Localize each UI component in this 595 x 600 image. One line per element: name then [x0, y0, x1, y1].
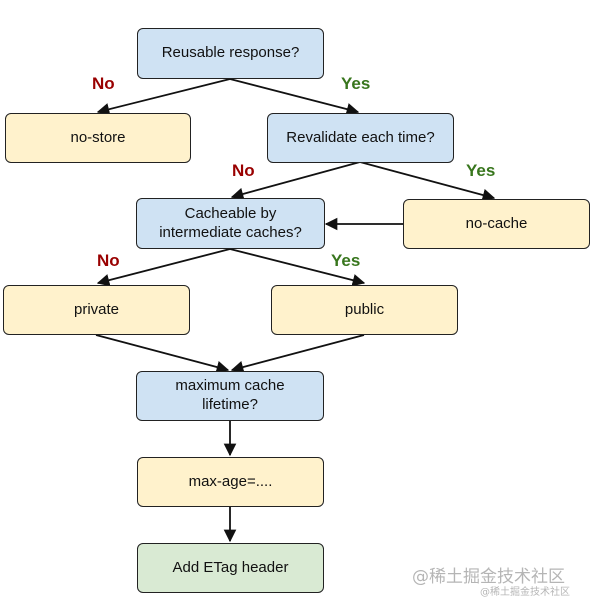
- node-no-cache: no-cache: [403, 199, 590, 249]
- edge-revalidate-to-cacheable: [230, 161, 361, 201]
- node-cacheable-by-intermediate: Cacheable by intermediate caches?: [136, 198, 325, 249]
- node-revalidate-each-time-label: Revalidate each time?: [286, 128, 435, 146]
- edge-private-to-max-lifetime: [95, 334, 230, 374]
- edge-public-to-max-lifetime: [230, 334, 365, 374]
- node-maximum-cache-lifetime-label: maximum cache lifetime?: [175, 377, 285, 413]
- edge-label-no-revalidate: No: [232, 161, 255, 180]
- node-private: private: [3, 285, 190, 335]
- node-add-etag-header-label: Add ETag header: [172, 558, 289, 576]
- edge-cacheable-to-private: [96, 248, 231, 287]
- watermark-large: @稀土掘金技术社区: [412, 567, 565, 587]
- node-revalidate-each-time: Revalidate each time?: [267, 113, 454, 163]
- edge-revalidate-to-no-cache: [359, 161, 496, 202]
- node-no-cache-label: no-cache: [465, 214, 528, 232]
- node-cacheable-by-intermediate-label: Cacheable by intermediate caches?: [159, 204, 302, 241]
- node-no-store-label: no-store: [70, 128, 126, 146]
- node-add-etag-header: Add ETag header: [137, 543, 324, 593]
- edge-label-yes-cacheable: Yes: [331, 251, 361, 270]
- edge-reusable-to-revalidate: [229, 78, 360, 116]
- node-reusable-response-label: Reusable response?: [161, 44, 300, 62]
- node-no-store: no-store: [5, 113, 191, 163]
- edge-cacheable-to-public: [229, 248, 366, 287]
- edge-label-no-cacheable: No: [97, 251, 120, 270]
- node-private-label: private: [73, 300, 120, 318]
- node-public-label: public: [344, 300, 385, 318]
- edge-reusable-to-no-store: [96, 78, 231, 116]
- node-public: public: [271, 285, 458, 335]
- node-max-age: max-age=....: [137, 457, 324, 507]
- node-maximum-cache-lifetime: maximum cache lifetime?: [136, 371, 324, 421]
- edge-label-no-reusable: No: [92, 74, 115, 93]
- node-max-age-label: max-age=....: [188, 472, 273, 490]
- edge-label-yes-reusable: Yes: [341, 74, 371, 93]
- watermark-small: @稀土掘金技术社区: [480, 587, 570, 598]
- edge-label-yes-revalidate: Yes: [466, 161, 496, 180]
- node-reusable-response: Reusable response?: [137, 28, 324, 79]
